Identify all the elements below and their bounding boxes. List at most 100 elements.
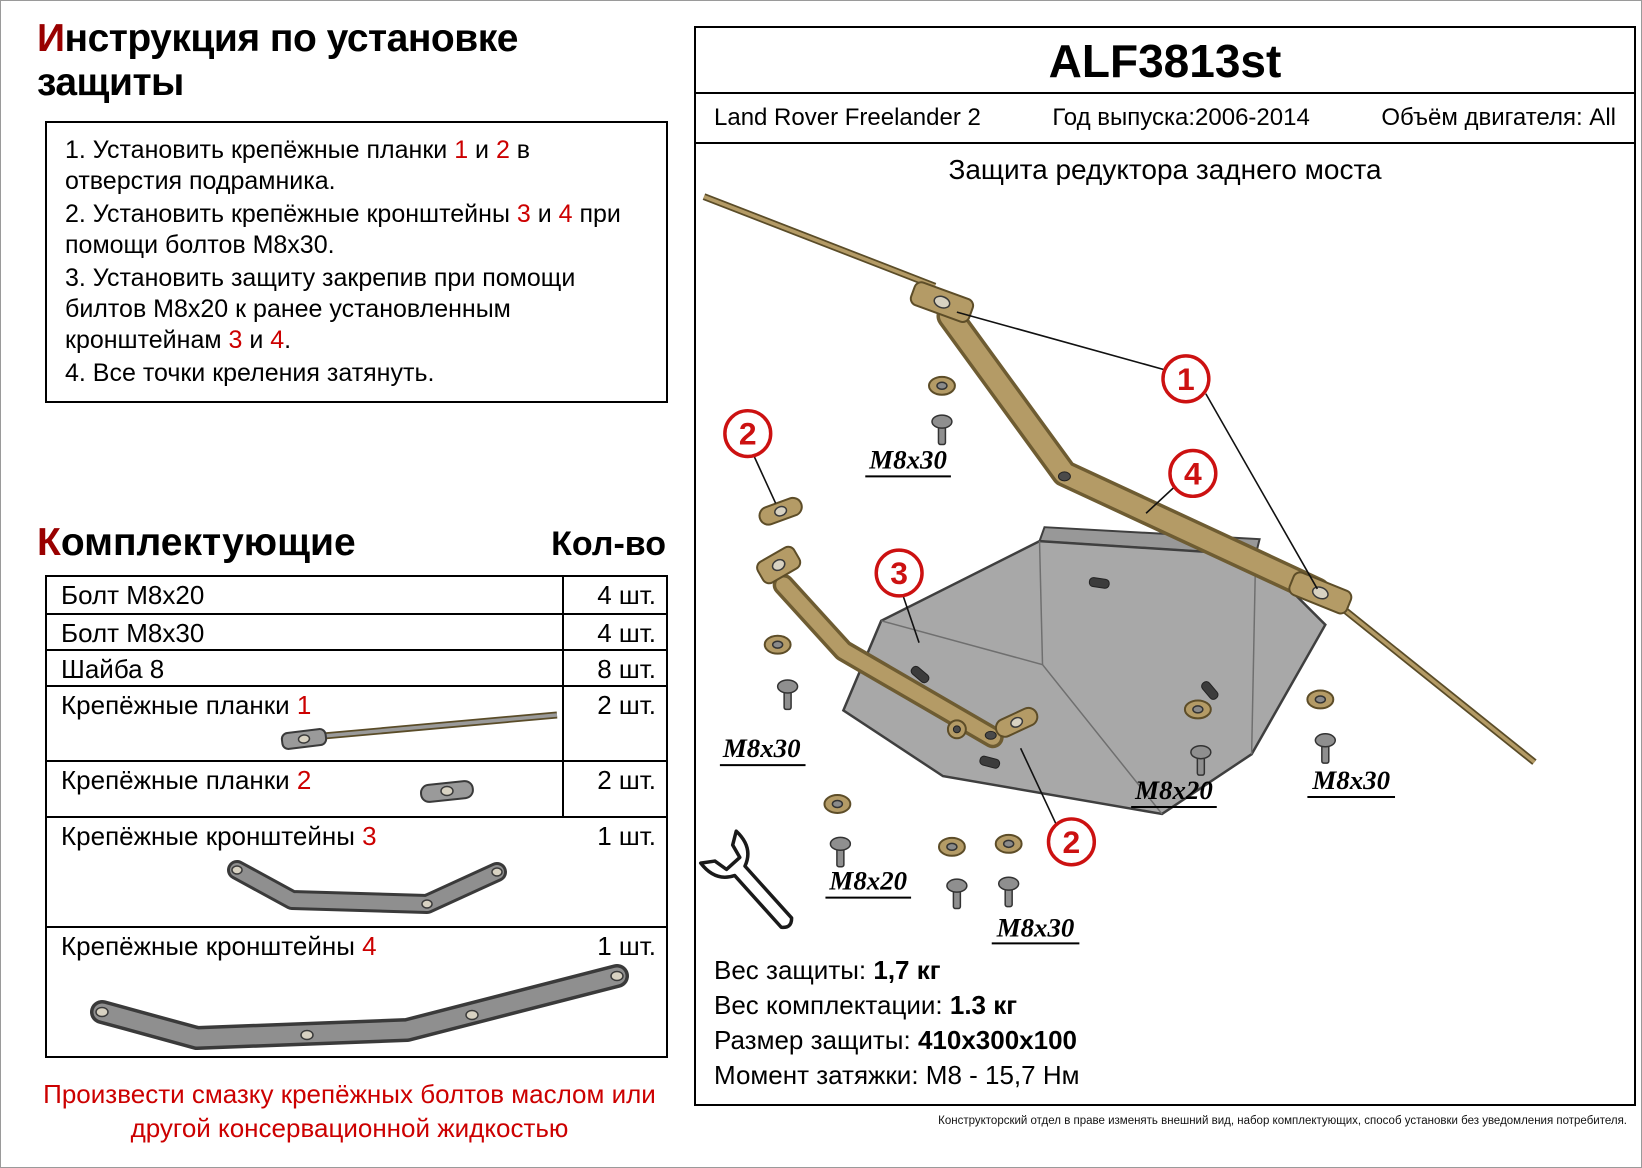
- svg-text:M8x30: M8x30: [996, 912, 1075, 942]
- component-label: Крепёжные планки 1: [61, 690, 312, 720]
- quantity-header: Кол-во: [551, 525, 666, 563]
- instruction-step-3: 3. Установить защиту закрепив при помощи…: [65, 264, 576, 354]
- component-label: Крепёжные кронштейны 3: [61, 821, 377, 851]
- component-qty: 4 шт.: [562, 577, 666, 613]
- instructions-box: 1. Установить крепёжные планки 1 и 2 в о…: [45, 121, 668, 403]
- table-row-bracket-4: Крепёжные кронштейны 4 1 шт.: [47, 926, 666, 1056]
- spec-label: Вес защиты:: [714, 955, 874, 985]
- part-code: ALF3813st: [696, 28, 1634, 94]
- svg-text:2: 2: [1063, 824, 1081, 860]
- spec-panel: ALF3813st Land Rover Freelander 2 Год вы…: [694, 26, 1636, 1106]
- mounting-rod-left: [702, 193, 937, 290]
- leader-line: [1019, 747, 1058, 826]
- bolt: [1314, 733, 1337, 764]
- table-row-washer-8: Шайба 8 8 шт.: [47, 649, 666, 685]
- components-header: Комплектующие Кол-во: [37, 521, 668, 565]
- end-plate-right: [1288, 571, 1353, 615]
- page-title: Инструкция по установке защиты: [37, 17, 518, 104]
- vehicle-meta-row: Land Rover Freelander 2 Год выпуска:2006…: [696, 94, 1634, 144]
- washer: [937, 836, 966, 857]
- table-row-bolt-m8x30: Болт М8х30 4 шт.: [47, 613, 666, 649]
- washer: [1306, 689, 1335, 710]
- svg-text:M8x20: M8x20: [1134, 775, 1213, 805]
- washer: [763, 634, 792, 655]
- specs-block: Вес защиты: 1,7 кг Вес комплектации: 1.3…: [714, 953, 1079, 1093]
- components-table: Болт М8х20 4 шт. Болт М8х30 4 шт. Шайба …: [45, 575, 668, 1058]
- component-label: Крепёжные кронштейны 4: [61, 931, 377, 961]
- svg-text:M8x30: M8x30: [868, 444, 947, 474]
- vehicle-name: Land Rover Freelander 2: [714, 104, 981, 131]
- leader-line: [1205, 393, 1319, 590]
- label-m8x20-left: M8x20: [825, 866, 912, 899]
- component-qty: 1 шт.: [597, 821, 656, 851]
- bolt: [776, 679, 799, 711]
- svg-text:4: 4: [1184, 455, 1202, 491]
- washer: [1183, 699, 1212, 720]
- washer: [928, 375, 956, 396]
- leader-line: [902, 595, 920, 643]
- bolt: [946, 878, 968, 910]
- table-row-strip-2: Крепёжные планки 2 2 шт.: [47, 760, 666, 816]
- spec-torque: Момент затяжки: М8 - 15,7 Нм: [714, 1058, 1079, 1093]
- spec-value: М8 - 15,7 Нм: [925, 1060, 1080, 1091]
- component-label: Шайба 8: [61, 654, 165, 684]
- bracket-4-drawing: [77, 964, 647, 1061]
- spec-kit-weight: Вес комплектации: 1.3 кг: [714, 988, 1079, 1023]
- bolt: [997, 876, 1020, 908]
- callout-4: 4: [1168, 448, 1218, 499]
- spec-label: Размер защиты:: [714, 1025, 918, 1056]
- label-m8x30-top: M8x30: [865, 444, 951, 478]
- component-qty: 8 шт.: [562, 651, 666, 685]
- vehicle-years: Год выпуска:2006-2014: [1052, 104, 1310, 131]
- callout-1: 1: [1161, 354, 1211, 404]
- bolt: [931, 414, 953, 446]
- leader-line: [956, 311, 1166, 371]
- spec-label: Момент затяжки:: [714, 1060, 926, 1091]
- wrench-icon: [698, 829, 794, 930]
- svg-text:M8x30: M8x30: [1311, 765, 1390, 795]
- component-qty: 4 шт.: [562, 615, 666, 649]
- table-row-bolt-m8x20: Болт М8х20 4 шт.: [47, 577, 666, 613]
- end-plate-left: [756, 545, 802, 585]
- strip-2-drawing: [415, 776, 485, 813]
- hex-nut: [946, 719, 967, 740]
- component-qty: 2 шт.: [562, 762, 666, 816]
- grease-note: Произвести смазку крепёжных болтов масло…: [43, 1079, 656, 1143]
- component-label: Болт М8х20: [61, 580, 205, 610]
- strip-2-piece-top: [758, 496, 803, 526]
- label-m8x20-right: M8x20: [1131, 775, 1217, 808]
- leader-line: [753, 455, 777, 504]
- component-qty: 2 шт.: [562, 687, 666, 760]
- svg-text:3: 3: [890, 555, 908, 591]
- leader-line: [1145, 486, 1175, 514]
- instruction-step-4: 4. Все точки креления затянуть.: [65, 359, 435, 387]
- spec-value: 410x300x100: [917, 1025, 1077, 1056]
- table-row-strip-1: Крепёжные планки 1 2 шт.: [47, 685, 666, 760]
- mounting-rod-right: [1321, 590, 1537, 765]
- callout-3: 3: [874, 548, 924, 598]
- diagram-title: Защита редуктора заднего моста: [948, 154, 1382, 185]
- left-column: Инструкция по установке защиты 1. Устано…: [31, 17, 668, 1146]
- instruction-step-1: 1. Установить крепёжные планки 1 и 2 в о…: [65, 136, 531, 195]
- svg-text:2: 2: [739, 416, 757, 452]
- instruction-step-2: 2. Установить крепёжные кронштейны 3 и 4…: [65, 200, 621, 259]
- spec-weight: Вес защиты: 1,7 кг: [714, 953, 1079, 988]
- label-m8x30-right: M8x30: [1307, 765, 1396, 799]
- assembly-diagram: 1 2 3 4 2 M8x30: [698, 193, 1537, 945]
- components-title: Комплектующие: [37, 521, 356, 564]
- bolt: [1190, 745, 1212, 776]
- callout-2b: 2: [1046, 817, 1097, 867]
- svg-text:1: 1: [1177, 361, 1195, 397]
- strip-2-piece-bottom: [994, 706, 1039, 738]
- spec-size: Размер защиты: 410x300x100: [714, 1023, 1079, 1058]
- washer: [823, 794, 852, 814]
- component-qty: 1 шт.: [597, 931, 656, 961]
- table-row-bracket-3: Крепёжные кронштейны 3 1 шт.: [47, 816, 666, 926]
- manufacturer-disclaimer: Конструкторский отдел в праве изменять в…: [938, 1115, 1627, 1127]
- spec-value: 1.3 кг: [949, 990, 1018, 1021]
- bolt: [829, 836, 852, 868]
- bracket-3-drawing: [212, 852, 522, 929]
- component-label: Болт М8х30: [61, 618, 205, 648]
- svg-text:M8x20: M8x20: [828, 866, 907, 896]
